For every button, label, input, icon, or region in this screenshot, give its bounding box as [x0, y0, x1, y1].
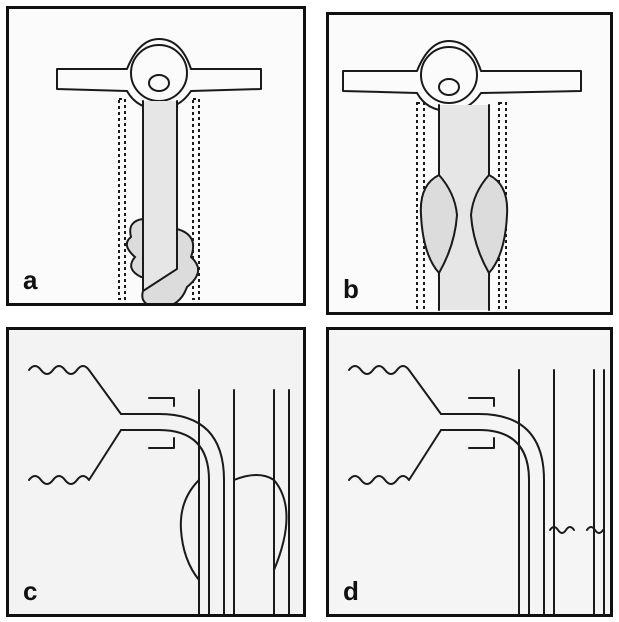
panel-label-b: b	[343, 276, 359, 302]
panel-label-c: c	[23, 578, 37, 604]
bulge-right	[234, 475, 287, 570]
clamp-marks	[469, 398, 494, 448]
panel-c: c	[6, 327, 306, 617]
branch-upper	[349, 366, 441, 414]
panel-a: a	[6, 6, 306, 306]
panel-b: b	[326, 12, 613, 315]
catheter-outer-lower	[441, 430, 529, 614]
branch-lower	[349, 430, 441, 484]
spinal-cord-section	[439, 79, 459, 95]
herniation-left	[127, 219, 143, 277]
branch-upper	[29, 366, 121, 414]
panel-label-d: d	[343, 578, 359, 604]
spinal-cord-section	[149, 75, 169, 91]
panel-d: d	[326, 327, 613, 617]
panel-d-drawing	[329, 330, 610, 614]
clamp-marks	[149, 398, 174, 448]
bulge-left	[181, 480, 199, 580]
vertebral-canal	[131, 45, 187, 101]
panel-b-drawing	[329, 15, 610, 312]
catheter-outer-lower	[121, 430, 209, 614]
branch-lower	[29, 430, 121, 484]
cord-shading	[143, 101, 177, 291]
dura-left	[119, 99, 125, 299]
panel-a-drawing	[9, 9, 303, 303]
panel-c-drawing	[9, 330, 303, 614]
panel-label-a: a	[23, 267, 37, 293]
